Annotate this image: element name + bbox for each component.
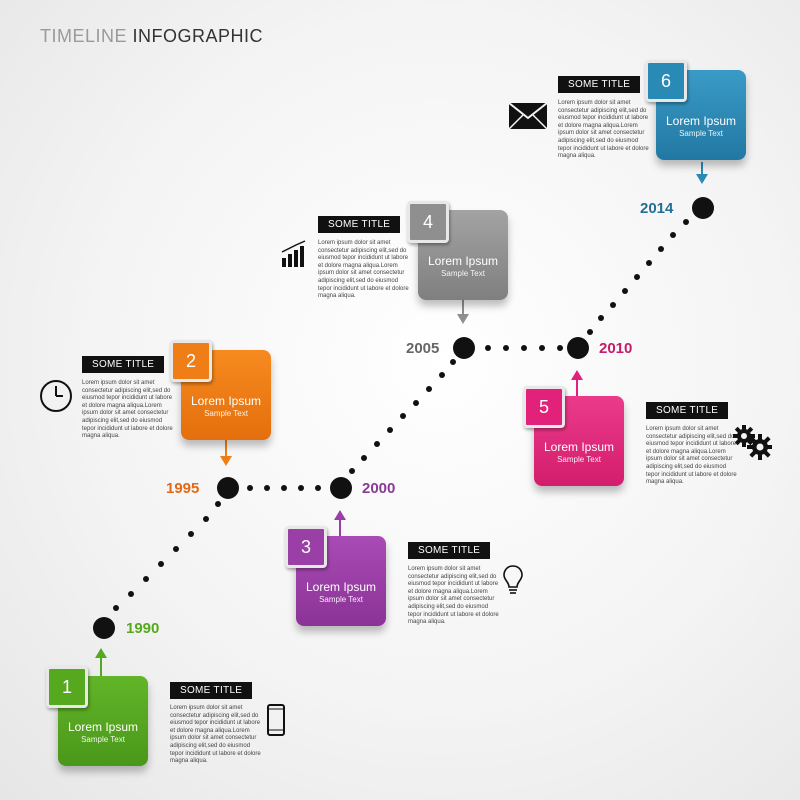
clock-icon [40,380,72,412]
card-title: Lorem Ipsum [67,720,139,734]
path-dot [670,232,676,238]
path-dot [173,546,179,552]
path-dot [521,345,527,351]
path-dot [349,468,355,474]
milestone-2000 [330,477,352,499]
path-dot [113,605,119,611]
year-2000: 2000 [362,480,396,497]
year-1995: 1995 [166,480,200,497]
path-dot [557,345,563,351]
milestone-card-6: Lorem Ipsum Sample Text [656,70,746,160]
path-dot [203,516,209,522]
milestone-1990 [93,617,115,639]
some-title-tag-6: SOME TITLE [558,76,641,93]
path-dot [598,315,604,321]
path-dot [646,260,652,266]
path-dot [315,485,321,491]
path-dot [298,485,304,491]
gears-icon [733,425,772,460]
number-badge-3: 3 [285,526,327,568]
path-dot [439,372,445,378]
year-2005: 2005 [406,340,440,357]
card-subtitle: Sample Text [81,735,125,744]
path-dot [400,413,406,419]
number-badge-2: 2 [170,340,212,382]
path-dot [361,455,367,461]
path-dot [426,386,432,392]
some-title-tag-1: SOME TITLE [170,682,253,699]
path-dot [387,427,393,433]
path-dot [374,441,380,447]
some-title-tag-3: SOME TITLE [408,542,491,559]
milestone-2010 [567,337,589,359]
path-dot [215,501,221,507]
path-dot [158,561,164,567]
path-dot [658,246,664,252]
path-dot [683,219,689,225]
milestone-2005 [453,337,475,359]
path-dot [281,485,287,491]
number-badge-6: 6 [645,60,687,102]
year-1990: 1990 [126,620,160,637]
path-dot [128,591,134,597]
number-badge-4: 4 [407,201,449,243]
path-dot [264,485,270,491]
path-dot [622,288,628,294]
card-subtitle: Sample Text [557,455,601,464]
number-badge-1: 1 [46,666,88,708]
card-subtitle: Sample Text [204,409,248,418]
page-title: TIMELINE INFOGRAPHIC [40,26,263,47]
envelope-icon [508,102,548,130]
card-title: Lorem Ipsum [305,580,377,594]
milestone-card-1: Lorem Ipsum Sample Text [58,676,148,766]
some-title-tag-5: SOME TITLE [646,402,729,419]
card-subtitle: Sample Text [441,269,485,278]
path-dot [450,359,456,365]
card-title: Lorem Ipsum [543,440,615,454]
chart-icon [281,240,306,267]
path-dot [413,400,419,406]
card-title: Lorem Ipsum [427,254,499,268]
path-dot [143,576,149,582]
phone-icon [267,704,285,736]
path-dot [610,302,616,308]
path-dot [247,485,253,491]
year-2014: 2014 [640,200,674,217]
path-dot [485,345,491,351]
card-title: Lorem Ipsum [665,114,737,128]
milestone-card-3: Lorem Ipsum Sample Text [296,536,386,626]
path-dot [634,274,640,280]
path-dot [188,531,194,537]
path-dot [503,345,509,351]
card-title: Lorem Ipsum [190,394,262,408]
number-badge-5: 5 [523,386,565,428]
milestone-2014 [692,197,714,219]
milestone-1995 [217,477,239,499]
title-part-timeline: TIMELINE [40,26,128,46]
some-title-tag-4: SOME TITLE [318,216,401,233]
title-part-infographic: INFOGRAPHIC [132,26,264,46]
year-2010: 2010 [599,340,633,357]
path-dot [539,345,545,351]
bulb-icon [503,565,523,594]
some-title-tag-2: SOME TITLE [82,356,165,373]
card-subtitle: Sample Text [319,595,363,604]
card-subtitle: Sample Text [679,129,723,138]
path-dot [587,329,593,335]
